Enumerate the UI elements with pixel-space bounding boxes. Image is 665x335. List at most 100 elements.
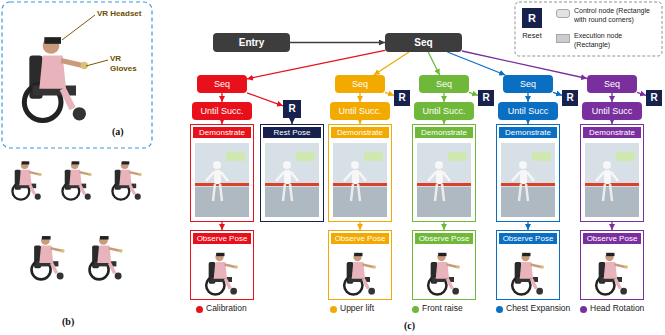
node-header: Demonstrate [415, 127, 473, 138]
legend-swatch [330, 306, 337, 313]
control-node: Until Succ [582, 102, 642, 120]
legend-swatch [412, 306, 419, 313]
execution-node: Demonstrate [412, 124, 476, 222]
node-header: Observe Pose [499, 233, 557, 244]
connector [469, 92, 478, 95]
demo-screenshot [501, 143, 555, 217]
panel-frame [2, 2, 152, 148]
execution-node: Demonstrate [328, 124, 392, 222]
reset-node: R [478, 90, 494, 106]
panel-label: (c) [404, 320, 428, 332]
connector [443, 93, 444, 102]
legend-text: Head Rotation [590, 303, 660, 314]
control-node: Until Succ. [414, 102, 474, 120]
node-label: Entry [239, 37, 265, 49]
node-label: Seq [414, 37, 432, 49]
connector [611, 93, 612, 102]
node-label: Until Succ. [422, 105, 465, 117]
leader-line [86, 60, 108, 66]
reset-node: R [283, 100, 301, 118]
connector [221, 222, 222, 230]
observe-photo [344, 253, 376, 295]
connector [527, 222, 528, 230]
legend-text: Chest Expansion [506, 303, 580, 314]
legend-text: Reset [512, 31, 552, 41]
connector [359, 222, 360, 230]
legend-text: Execution node (Rectangle) [574, 31, 660, 49]
legend-swatch [556, 34, 570, 43]
execution-node: Demonstrate [580, 124, 644, 222]
legend-text: Control node (Rectangle with round corne… [574, 6, 660, 24]
panel-label: (b) [62, 316, 86, 328]
legend-swatch [580, 306, 587, 313]
node-label: Seq [436, 78, 452, 90]
execution-node: Rest Pose [260, 124, 324, 222]
part-label: VR Headset [97, 9, 157, 19]
observe-photo [206, 253, 238, 295]
control-node: Until Succ [498, 102, 558, 120]
node-label: Seq [520, 78, 536, 90]
connector [428, 52, 439, 75]
execution-node: Observe Pose [412, 230, 476, 300]
control-node: Seq [385, 33, 462, 52]
reset-symbol: R [522, 8, 542, 28]
pose-photo [62, 161, 91, 199]
demo-screenshot [265, 143, 319, 217]
node-label: R [566, 92, 573, 104]
wheelchair-photo [24, 37, 88, 120]
control-node: Until Succ. [192, 102, 252, 120]
legend-text: Upper lift [340, 303, 400, 314]
panel-label: (a) [112, 126, 136, 138]
execution-node: Observe Pose [190, 230, 254, 300]
node-header: Observe Pose [415, 233, 473, 244]
reset-node: R [646, 90, 662, 106]
execution-node: Demonstrate [190, 124, 254, 222]
execution-node: Demonstrate [496, 124, 560, 222]
reset-node: R [562, 90, 578, 106]
connector [637, 92, 646, 95]
reset-node: R [394, 90, 410, 106]
connector [290, 42, 385, 43]
connector [527, 93, 528, 102]
node-label: R [482, 92, 489, 104]
node-label: Until Succ. [338, 105, 381, 117]
node-header: Observe Pose [583, 233, 641, 244]
control-node: Seq [197, 75, 247, 93]
connector [221, 93, 222, 102]
legend-text: Front raise [422, 303, 488, 314]
legend-frame [515, 2, 662, 56]
pose-photo [112, 161, 141, 199]
node-label: R [288, 103, 295, 115]
node-label: Until Succ [592, 105, 633, 117]
demo-screenshot [333, 143, 387, 217]
node-label: R [650, 92, 657, 104]
control-node: Seq [503, 75, 553, 93]
control-node: Seq [587, 75, 637, 93]
node-label: Seq [604, 78, 620, 90]
leader-line [62, 15, 95, 40]
connector [359, 93, 360, 102]
node-header: Demonstrate [583, 127, 641, 138]
legend-swatch [556, 9, 570, 18]
node-header: Demonstrate [499, 127, 557, 138]
demo-screenshot [585, 143, 639, 217]
connector [385, 92, 394, 95]
node-header: Observe Pose [193, 233, 251, 244]
control-node: Entry [213, 33, 290, 52]
legend-swatch [496, 306, 503, 313]
connector [443, 222, 444, 230]
observe-photo [512, 253, 544, 295]
node-label: Seq [352, 78, 368, 90]
node-header: Rest Pose [263, 127, 321, 138]
legend-swatch [196, 306, 203, 313]
connector [611, 222, 612, 230]
execution-node: Observe Pose [580, 230, 644, 300]
connector [553, 92, 562, 95]
demo-screenshot [417, 143, 471, 217]
demo-screenshot [195, 143, 249, 217]
observe-photo [428, 253, 460, 295]
control-node: Until Succ. [330, 102, 390, 120]
